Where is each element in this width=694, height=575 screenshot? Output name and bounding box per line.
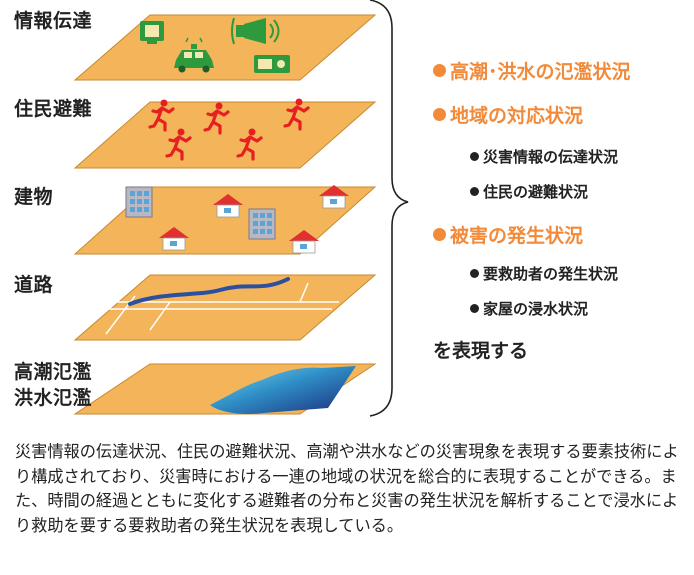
layer-stack [73, 0, 409, 417]
megaphone-icon [231, 17, 280, 45]
house-icon [319, 185, 349, 209]
legend-text: 要救助者の発生状況 [483, 265, 619, 283]
office-building-icon [125, 186, 153, 218]
runner-icon [165, 128, 192, 161]
layer-label-building: 建物 [14, 186, 54, 208]
runner-icon [148, 99, 175, 132]
legend-evacuation: 住民の避難状況 [470, 180, 588, 204]
office-building-icon [248, 208, 276, 240]
legend-text: 被害の発生状況 [450, 225, 584, 247]
runner-icon [236, 128, 263, 161]
layer-label-evac: 住民避難 [14, 98, 93, 120]
legend-text: 地域の対応状況 [450, 105, 584, 127]
house-group [159, 185, 349, 254]
legend-closing: を表現する [433, 340, 529, 362]
house-icon [159, 227, 189, 251]
river-line [128, 277, 290, 306]
radio-icon [254, 55, 290, 73]
bullet-icon [470, 152, 479, 161]
info-layer-plate [73, 14, 377, 81]
legend-house-flooding: 家屋の浸水状況 [470, 297, 588, 321]
road-layer-plate [73, 274, 377, 341]
house-icon [213, 194, 243, 218]
evac-layer-plate [73, 101, 377, 169]
bullet-icon [470, 269, 479, 278]
legend-damage: 被害の発生状況 [433, 224, 583, 248]
legend-regional-response: 地域の対応状況 [433, 104, 583, 128]
legend-text: 高潮･洪水の氾濫状況 [450, 61, 631, 83]
police-car-icon [174, 37, 214, 73]
house-icon [289, 230, 319, 254]
bullet-icon [470, 187, 479, 196]
layer-label-road: 道路 [14, 274, 54, 296]
tv-icon [140, 21, 164, 44]
legend-text: 住民の避難状況 [483, 183, 589, 201]
runner-icon [283, 98, 310, 131]
runner-group [148, 98, 310, 161]
runner-icon [203, 102, 230, 135]
bullet-icon [470, 304, 479, 313]
bullet-icon [433, 108, 446, 121]
flood-area-icon [210, 366, 356, 414]
legend-text: 災害情報の伝達状況 [483, 148, 619, 166]
legend-flood-status: 高潮･洪水の氾濫状況 [433, 60, 631, 84]
layer-label-info: 情報伝達 [14, 10, 93, 32]
curly-brace [369, 0, 409, 417]
bullet-icon [433, 228, 446, 241]
caption-text: 災害情報の伝達状況、住民の避難状況、高潮や洪水などの災害現象を表現する要素技術に… [15, 442, 679, 535]
legend-rescue-needed: 要救助者の発生状況 [470, 262, 618, 286]
layer-label-flood: 高潮氾濫 洪水氾濫 [14, 361, 93, 409]
bullet-icon [433, 64, 446, 77]
legend-text: 家屋の浸水状況 [483, 300, 589, 318]
legend-info-transmission: 災害情報の伝達状況 [470, 145, 618, 169]
